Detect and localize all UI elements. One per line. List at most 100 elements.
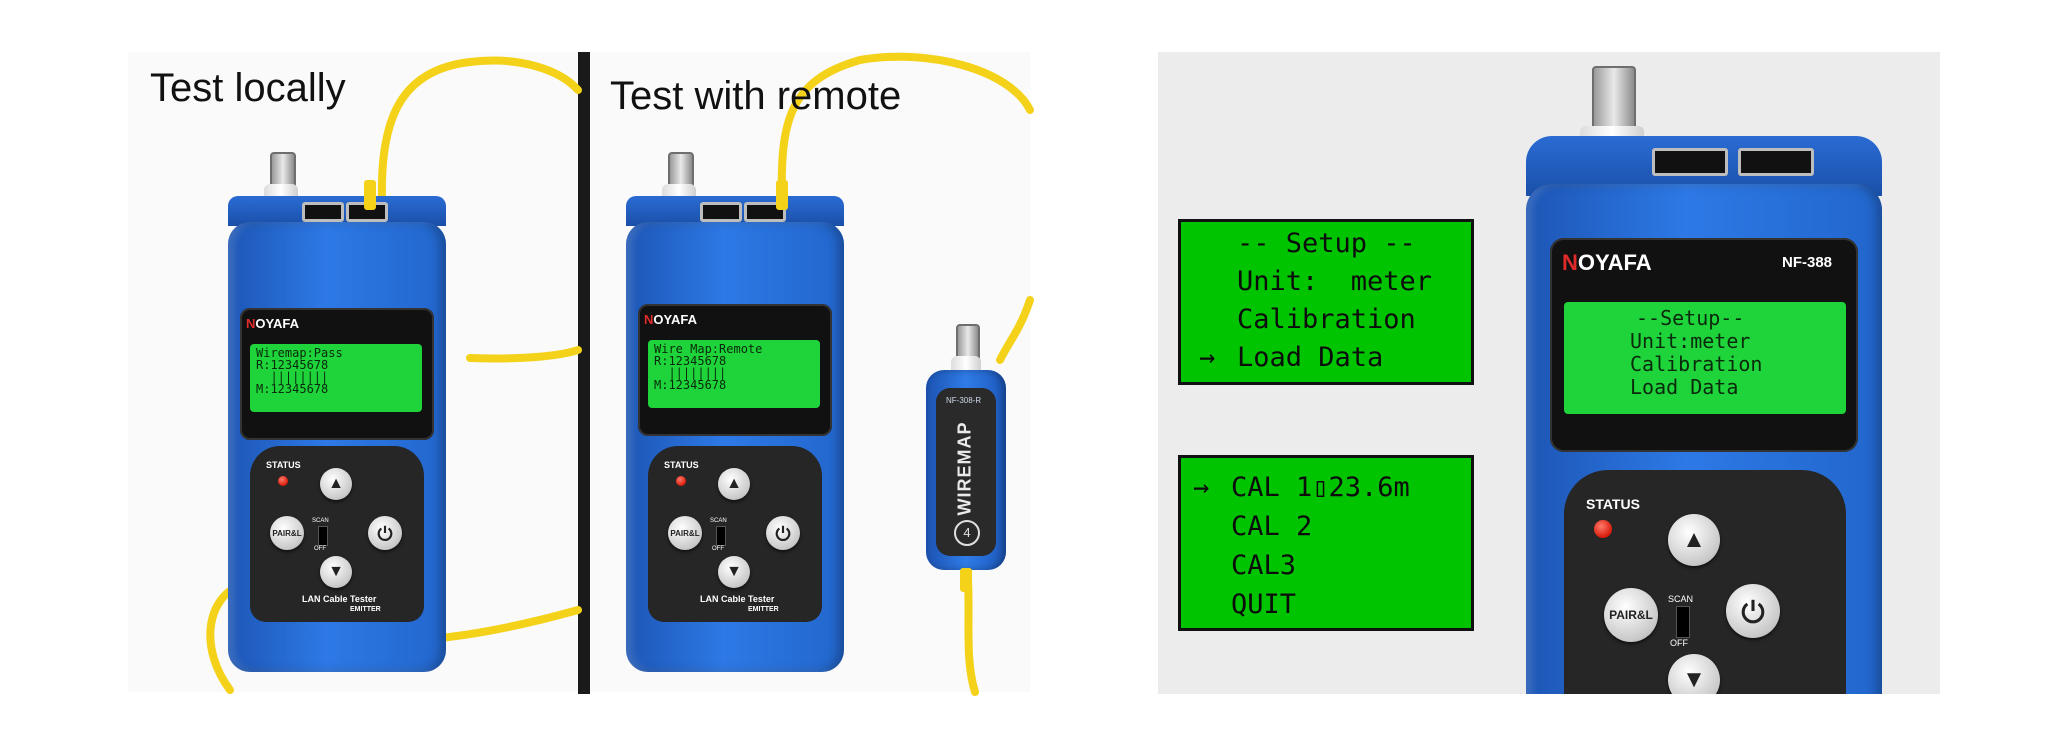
menu-item-cal-2[interactable]: CAL 2 [1231,511,1313,542]
cable-remote-bottom [964,576,979,696]
scan-label: SCAN [312,518,329,524]
pair-label: PAIR&L [272,528,302,538]
lcd-line: Load Data [1630,375,1739,399]
lcd-line: Unit:meter [1630,329,1751,353]
power-button[interactable] [368,516,402,550]
menu-item-cal-1[interactable]: →CAL 1▯23.6m [1181,474,1471,501]
model-label: NF-388 [1782,254,1833,271]
down-button[interactable]: ▼ [320,556,352,588]
down-button[interactable]: ▼ [1668,654,1720,694]
pair-button[interactable]: PAIR&L [1604,588,1658,642]
local-tester-device: NOYAFA Wiremap:Pass R:12345678 |||||||| … [228,152,446,672]
off-label: OFF [314,546,326,552]
lcd-line: --Setup-- [1636,306,1745,330]
pair-button[interactable]: PAIR&L [270,516,304,550]
caption-remote: Test with remote [610,74,902,118]
brand-logo: NOYAFA [246,316,299,331]
down-arrow-icon: ▼ [726,563,742,580]
cable-plug [776,180,788,210]
power-icon [1741,599,1765,624]
wiremap-remote-unit: NF-308-R WIREMAP 4 [926,324,1006,592]
up-button[interactable]: ▲ [718,468,750,500]
remote-model: NF-308-R [946,396,982,405]
menu-item-unit[interactable]: Unit: meter [1237,266,1433,297]
bnc-base [951,356,981,374]
brand-logo: NOYAFA [1562,250,1652,275]
rj45-port-1 [302,202,344,222]
scan-switch[interactable] [716,526,726,546]
panel-divider [578,52,590,694]
up-arrow-icon: ▲ [1682,526,1706,553]
pair-button[interactable]: PAIR&L [668,516,702,550]
up-arrow-icon: ▲ [328,475,344,492]
lcd-line: Wire Map:Remote [654,342,763,356]
keypad: STATUS ▲ PAIR&L SCAN OFF ▼ [1564,470,1846,694]
pair-label: PAIR&L [1609,608,1653,622]
menu-item-label: Load Data [1237,342,1384,373]
status-led [676,476,686,486]
keypad: STATUS ▲ PAIR&L SCAN OFF ▼ LAN Cable Tes… [648,446,822,622]
rj45-port-1 [700,202,742,222]
closeup-tester-device: NOYAFA NF-388 --Setup-- Unit:meter Calib… [1526,66,1882,694]
lcd-display: Wiremap:Pass R:12345678 |||||||| M:12345… [250,344,422,412]
status-led [1594,520,1612,538]
lcd-display: --Setup-- Unit:meter Calibration Load Da… [1564,302,1846,414]
lcd-line: R:12345678 [654,354,727,368]
cable-left-top [377,56,582,204]
wiremap-label: WIREMAP [954,421,975,516]
power-button[interactable] [766,516,800,550]
down-button[interactable]: ▼ [718,556,750,588]
screen-bezel: NOYAFA NF-388 --Setup-- Unit:meter Calib… [1550,238,1858,452]
emitter-label: EMITTER [350,606,381,613]
brand-logo: NOYAFA [644,312,697,327]
scan-label: SCAN [1668,594,1694,604]
off-label: OFF [712,546,724,552]
keypad: STATUS ▲ PAIR&L SCAN OFF ▼ LAN Cable Tes… [250,446,424,622]
caption-local: Test locally [150,66,346,110]
product-title: LAN Cable Tester [700,594,775,604]
remote-face: NF-308-R WIREMAP 4 [936,388,996,556]
scan-label: SCAN [710,518,727,524]
lcd-line: M:12345678 [654,378,727,392]
rj45-port-2 [1738,148,1814,176]
setup-title: -- Setup -- [1237,228,1416,259]
status-label: STATUS [1586,496,1640,512]
pair-label: PAIR&L [670,528,700,538]
remote-id-badge: 4 [954,520,980,546]
off-label: OFF [1670,638,1688,648]
power-icon [377,525,393,542]
menu-item-load-data[interactable]: → Load Data [1181,344,1471,371]
up-button[interactable]: ▲ [320,468,352,500]
down-arrow-icon: ▼ [328,563,344,580]
cable-mid-right [996,296,1034,364]
screen-bezel: NOYAFA Wire Map:Remote R:12345678 ||||||… [638,304,832,436]
lcd-line: Calibration [1630,352,1763,376]
lcd-line: |||||||| [256,370,329,384]
menu-item-cal-3[interactable]: CAL3 [1231,550,1297,581]
emitter-label: EMITTER [748,606,779,613]
screen-bezel: NOYAFA Wiremap:Pass R:12345678 |||||||| … [240,308,434,440]
calibration-menu-screen: →CAL 1▯23.6m CAL 2 CAL3 QUIT [1178,455,1474,631]
up-button[interactable]: ▲ [1668,514,1720,566]
status-label: STATUS [664,460,699,470]
lcd-line: Wiremap:Pass [256,346,343,360]
cable-plug [960,568,972,592]
product-title: LAN Cable Tester [302,594,377,604]
scan-switch[interactable] [318,526,328,546]
lcd-display: Wire Map:Remote R:12345678 |||||||| M:12… [648,340,820,408]
cable-mid-top [777,52,1034,204]
scan-switch[interactable] [1676,606,1690,638]
power-button[interactable] [1726,584,1780,638]
menu-item-calibration[interactable]: Calibration [1237,304,1416,335]
selector-arrow-icon: → [1199,342,1216,373]
status-led [278,476,288,486]
menu-item-quit[interactable]: QUIT [1231,589,1297,620]
lcd-line: M:12345678 [256,382,329,396]
up-arrow-icon: ▲ [726,475,742,492]
lcd-line: R:12345678 [256,358,329,372]
status-label: STATUS [266,460,301,470]
down-arrow-icon: ▼ [1682,666,1706,693]
rj45-port-1 [1652,148,1728,176]
remote-body: NF-308-R WIREMAP 4 [926,370,1006,570]
power-icon [775,525,791,542]
